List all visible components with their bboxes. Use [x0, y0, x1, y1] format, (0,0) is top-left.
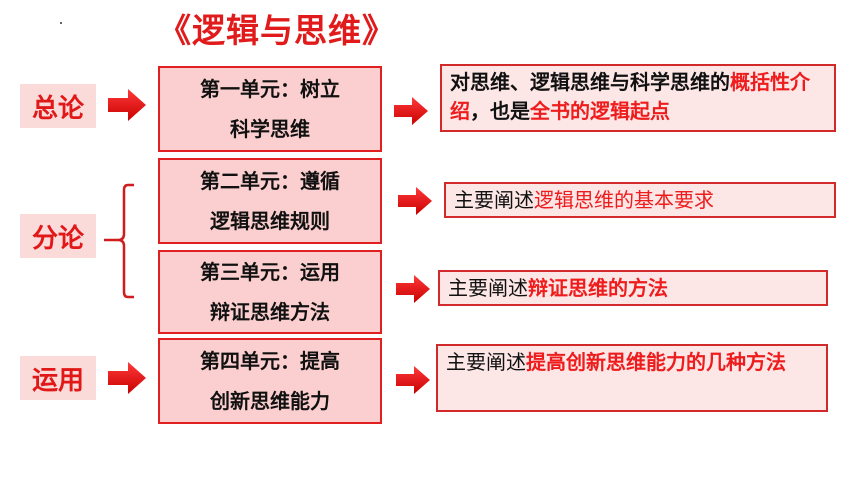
unit-3-box: 第三单元：运用 辩证思维方法	[158, 250, 382, 334]
desc-unit-4: 主要阐述提高创新思维能力的几种方法	[436, 344, 828, 412]
unit-1-box: 第一单元：树立 科学思维	[158, 66, 382, 152]
unit-1-line1: 第一单元：树立	[200, 77, 340, 101]
right-arrow-icon	[108, 362, 146, 394]
desc-1-part-a: 对思维、逻辑思维与科学思维的	[450, 70, 730, 94]
page-title: 《逻辑与思维》	[158, 11, 396, 50]
unit-3-line1: 第三单元：运用	[200, 260, 340, 284]
desc-1-part-d: 全书的逻辑起点	[530, 99, 670, 123]
brace-connector	[104, 183, 134, 299]
right-arrow-icon	[394, 97, 428, 125]
label-application: 运用	[20, 356, 96, 400]
right-arrow-icon	[396, 366, 430, 394]
right-arrow-icon	[108, 89, 146, 121]
right-arrow-icon	[396, 275, 430, 303]
label-detail: 分论	[20, 214, 96, 258]
unit-4-line1: 第四单元：提高	[200, 349, 340, 373]
unit-1-line2: 科学思维	[230, 117, 310, 141]
desc-3-part-b: 辩证思维的方法	[528, 275, 668, 300]
unit-2-line2: 逻辑思维规则	[210, 209, 330, 233]
desc-4-part-a: 主要阐述	[446, 350, 526, 374]
unit-4-line2: 创新思维能力	[210, 389, 330, 413]
stray-dot	[60, 22, 62, 24]
unit-3-line2: 辩证思维方法	[210, 300, 330, 324]
desc-unit-2: 主要阐述逻辑思维的基本要求	[444, 182, 836, 218]
desc-unit-3: 主要阐述辩证思维的方法	[438, 270, 828, 306]
unit-2-box: 第二单元：遵循 逻辑思维规则	[158, 158, 382, 244]
right-arrow-icon	[398, 187, 432, 215]
desc-2-part-a: 主要阐述	[454, 187, 534, 212]
desc-1-part-c: ，也是	[470, 99, 530, 123]
desc-unit-1: 对思维、逻辑思维与科学思维的概括性介绍，也是全书的逻辑起点	[440, 64, 836, 132]
label-general: 总论	[20, 84, 96, 128]
unit-2-line1: 第二单元：遵循	[200, 169, 340, 193]
desc-2-part-b: 逻辑思维的基本要求	[534, 187, 714, 212]
desc-3-part-a: 主要阐述	[448, 275, 528, 300]
unit-4-box: 第四单元：提高 创新思维能力	[158, 338, 382, 424]
desc-1-part-b: 概括性介绍	[450, 70, 810, 123]
desc-4-part-b: 提高创新思维能力的几种方法	[526, 350, 786, 374]
